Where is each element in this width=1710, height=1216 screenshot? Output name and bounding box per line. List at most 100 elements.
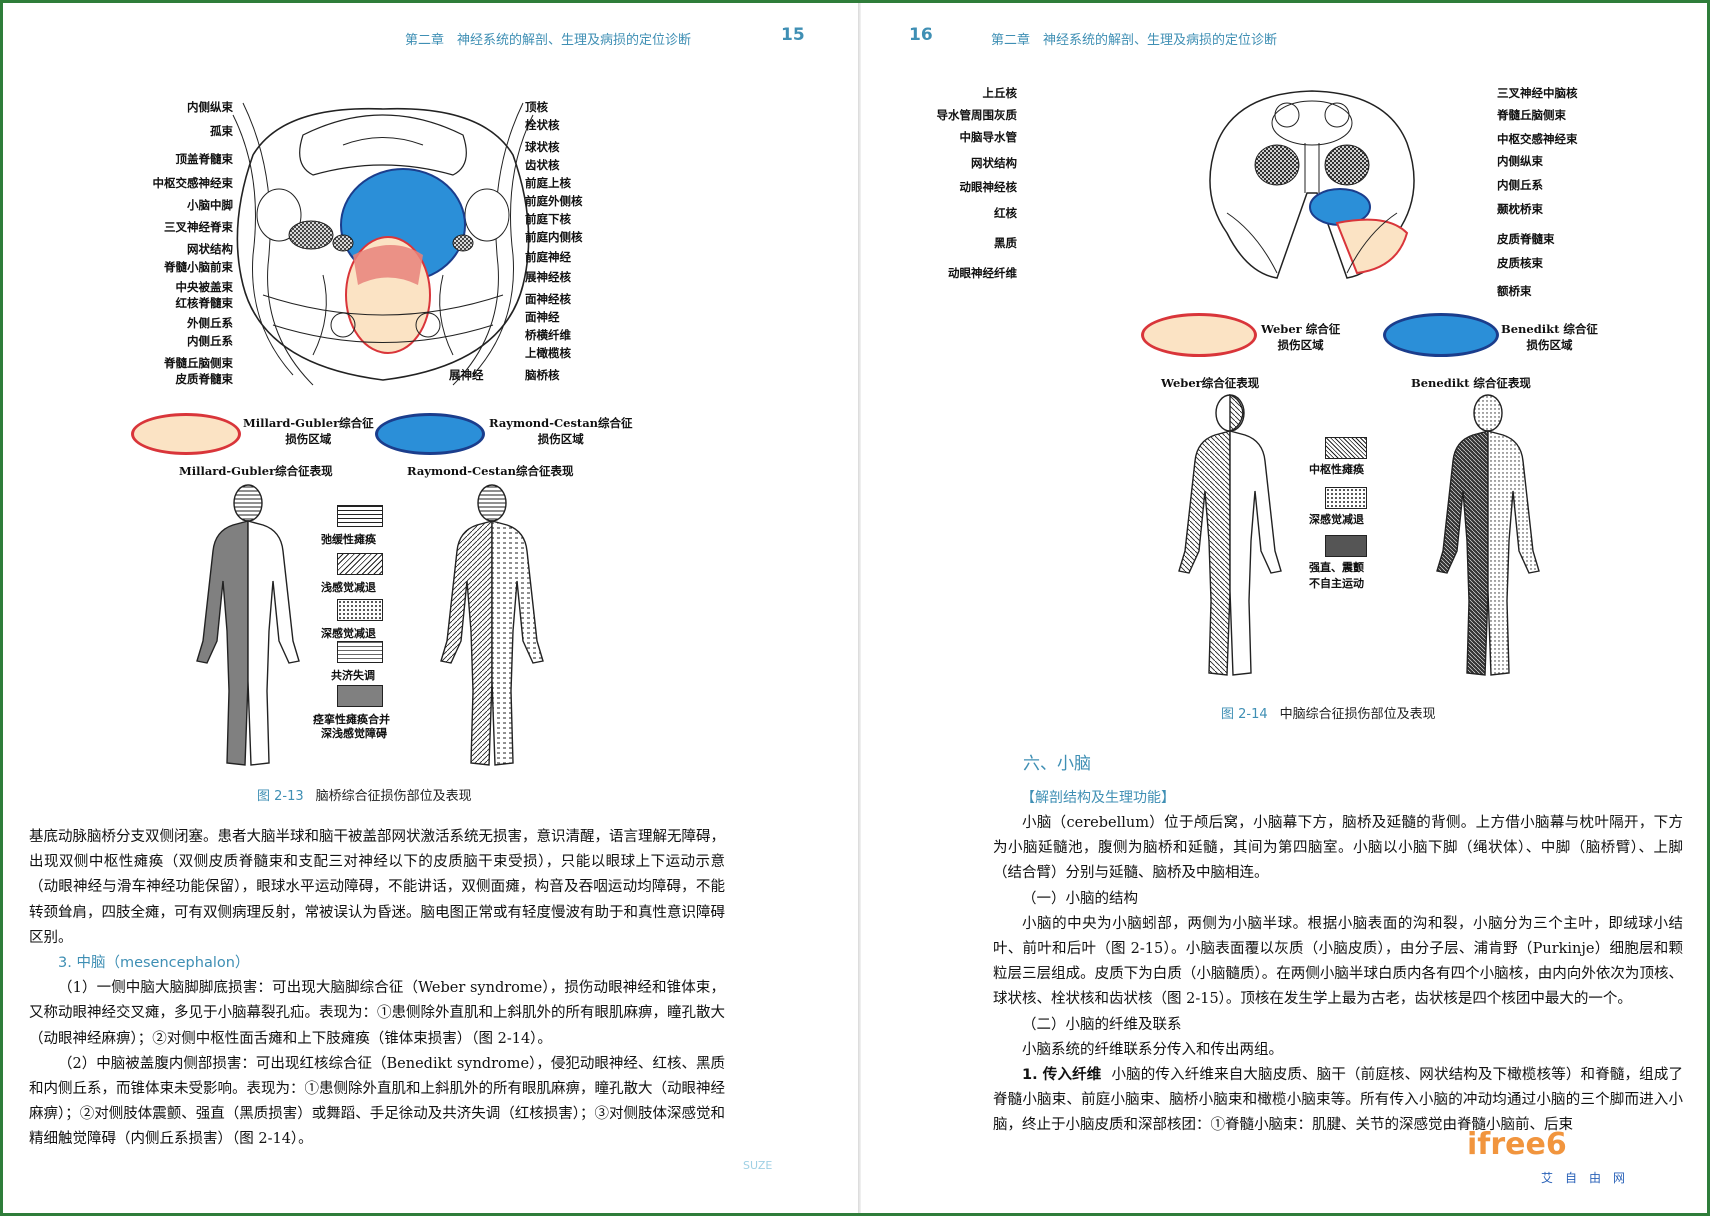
legend-label: 共济失调 xyxy=(331,669,375,682)
heading-structure: （一）小脑的结构 xyxy=(1022,890,1138,907)
body-figure-raymond xyxy=(440,484,544,766)
label: 黑质 xyxy=(994,236,1017,250)
label: 三叉神经脊束 xyxy=(164,220,233,234)
paragraph: （1）一侧中脑大脑脚脚底损害：可出现大脑脚综合征（Weber syndrome）… xyxy=(29,980,725,1047)
legend-label: 痉挛性瘫痪合并 xyxy=(313,713,390,726)
label: 前庭外侧核 xyxy=(525,194,583,208)
label: 齿状核 xyxy=(525,158,560,172)
legend-swatch xyxy=(337,599,383,621)
label: 栓状核 xyxy=(525,118,560,132)
label: 面神经 xyxy=(525,310,560,324)
label: 前庭下核 xyxy=(525,212,571,226)
zone-millard-oval xyxy=(131,413,241,455)
label: 球状核 xyxy=(525,140,560,154)
midbrain-cross-section xyxy=(1209,90,1415,279)
heading-fibers: （二）小脑的纤维及联系 xyxy=(1022,1016,1182,1033)
legend-swatch xyxy=(337,641,383,663)
legend-label: 强直、震颤 xyxy=(1309,561,1364,574)
label: 导水管周围灰质 xyxy=(936,108,1018,122)
label: 内侧纵束 xyxy=(1497,154,1543,168)
zone-benedikt-label: Benedikt 综合征损伤区域 xyxy=(1501,322,1598,352)
body1-title: Millard-Gubler综合征表现 xyxy=(179,464,333,478)
label: 内侧丘系 xyxy=(1497,178,1543,192)
zone-weber-label: Weber 综合征损伤区域 xyxy=(1261,322,1341,352)
label: 动眼神经核 xyxy=(959,180,1018,194)
label: 上橄榄核 xyxy=(525,346,571,360)
label: 桥横纤维 xyxy=(525,328,571,342)
heading-mesencephalon: 3. 中脑（mesencephalon） xyxy=(58,955,250,972)
zone-weber-oval xyxy=(1141,313,1257,357)
label: 前庭神经 xyxy=(525,250,571,264)
running-head: 第二章 神经系统的解剖、生理及病损的定位诊断 xyxy=(991,33,1278,48)
label: 网状结构 xyxy=(971,156,1017,170)
label: 三叉神经中脑核 xyxy=(1497,86,1578,100)
legend-label: 中枢性瘫痪 xyxy=(1309,463,1364,476)
page-left: 第二章 神经系统的解剖、生理及病损的定位诊断 15 xyxy=(3,3,858,1213)
label: 小脑中脚 xyxy=(187,198,233,212)
label: 中央被盖束 xyxy=(175,280,234,294)
label: 脊髓丘脑侧束 xyxy=(1497,108,1566,122)
paragraph: （2）中脑被盖腹内侧部损害：可出现红核综合征（Benedikt syndrome… xyxy=(29,1055,725,1148)
label: 脊髓小脑前束 xyxy=(164,260,233,274)
legend-swatch xyxy=(337,685,383,707)
paragraph: 小脑系统的纤维联系分传入和传出两组。 xyxy=(1022,1041,1283,1058)
label: 内侧纵束 xyxy=(187,100,233,114)
paragraph: 基底动脉脑桥分支双侧闭塞。患者大脑半球和脑干被盖部网状激活系统无损害，意识清醒，… xyxy=(29,829,725,946)
paragraph: 小脑（cerebellum）位于颅后窝，小脑幕下方，脑桥及延髓的背侧。上方借小脑… xyxy=(993,815,1683,882)
label: 展神经核 xyxy=(525,270,571,284)
zone-raymond-oval xyxy=(375,413,485,455)
watermark-logo: ifree6 xyxy=(1467,1127,1567,1162)
legend-label: 弛缓性瘫痪 xyxy=(321,533,376,546)
label: 颞枕桥束 xyxy=(1497,202,1543,216)
legend-swatch xyxy=(337,505,383,527)
legend-swatch xyxy=(1325,535,1367,557)
zone-benedikt-oval xyxy=(1383,313,1499,357)
label: 面神经核 xyxy=(525,292,571,306)
pons-cross-section xyxy=(232,102,534,386)
label: 红核 xyxy=(994,206,1017,220)
label: 孤束 xyxy=(210,124,233,138)
label: 红核脊髓束 xyxy=(175,296,234,310)
body2-title: Benedikt 综合征表现 xyxy=(1411,376,1531,390)
legend-swatch xyxy=(337,553,383,575)
label: 顶核 xyxy=(525,100,548,114)
label: 中枢交感神经束 xyxy=(152,176,234,190)
label: 脊髓丘脑侧束 xyxy=(164,356,233,370)
watermark-subtext: 艾 自 由 网 xyxy=(1541,1171,1626,1185)
left-body-text: 基底动脉脑桥分支双侧闭塞。患者大脑半球和脑干被盖部网状激活系统无损害，意识清醒，… xyxy=(29,825,725,1153)
page-right: 16 第二章 神经系统的解剖、生理及病损的定位诊断 上丘核 导水管周围灰质 中脑… xyxy=(861,3,1707,1213)
zone-raymond-label: Raymond-Cestan综合征损伤区域 xyxy=(489,416,633,446)
label: 中脑导水管 xyxy=(959,130,1018,144)
legend-swatch xyxy=(1325,437,1367,459)
body2-title: Raymond-Cestan综合征表现 xyxy=(407,464,574,478)
label: 顶盖脊髓束 xyxy=(175,152,234,166)
right-body-text: 小脑（cerebellum）位于颅后窝，小脑幕下方，脑桥及延髓的背侧。上方借小脑… xyxy=(993,811,1683,1139)
label: 上丘核 xyxy=(982,86,1018,100)
label: 皮质脊髓束 xyxy=(1497,232,1555,246)
body-figure-benedikt xyxy=(1436,394,1540,676)
legend-label: 深感觉减退 xyxy=(1309,513,1364,526)
watermark-logo-left: SUZE xyxy=(743,1159,773,1172)
label: 前庭上核 xyxy=(525,176,571,190)
gutter xyxy=(858,3,861,1213)
label: 皮质核束 xyxy=(1497,256,1543,270)
legend-label: 不自主运动 xyxy=(1309,577,1364,590)
section-heading: 六、小脑 xyxy=(1023,754,1091,774)
body1-title: Weber综合征表现 xyxy=(1161,376,1260,390)
label: 脑桥核 xyxy=(525,368,560,382)
page-number: 16 xyxy=(909,25,933,45)
page-number: 15 xyxy=(781,25,805,45)
label: 前庭内侧核 xyxy=(525,230,583,244)
label: 额桥束 xyxy=(1497,284,1532,298)
legend-label: 深浅感觉障碍 xyxy=(321,727,387,740)
legend-label: 浅感觉减退 xyxy=(321,581,376,594)
subsection-heading: 【解剖结构及生理功能】 xyxy=(1021,790,1175,806)
zone-millard-label: Millard-Gubler综合征损伤区域 xyxy=(243,416,374,446)
label: 动眼神经纤维 xyxy=(948,266,1017,280)
label: 中枢交感神经束 xyxy=(1497,132,1578,146)
label: 皮质脊髓束 xyxy=(175,372,234,386)
label: 展神经 xyxy=(449,368,484,382)
